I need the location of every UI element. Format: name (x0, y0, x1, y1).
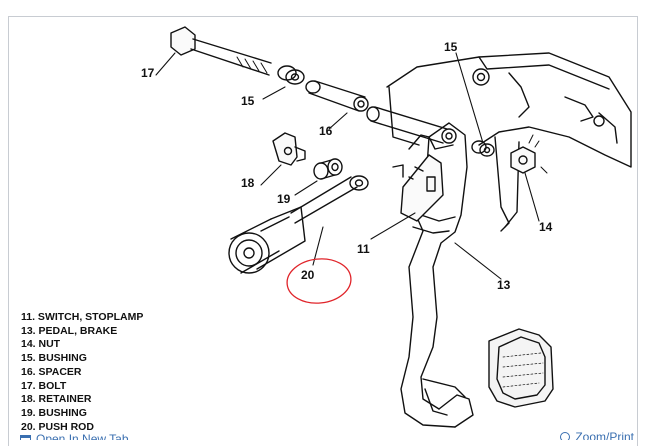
brake-pedal (400, 122, 474, 428)
callout-15-right: 15 (444, 40, 458, 54)
open-in-new-tab-label: Open In New Tab (36, 432, 129, 440)
pivot-sleeve (366, 106, 457, 144)
zoom-print-label: Zoom/Print (575, 430, 634, 440)
callouts: 17 15 16 15 18 19 11 14 13 20 (141, 40, 553, 292)
brake-pedal-diagram: 17 15 16 15 18 19 11 14 13 20 (141, 26, 632, 428)
legend-item: 15. BUSHING (21, 352, 87, 365)
callout-17: 17 (141, 66, 155, 80)
legend-item: 18. RETAINER (21, 393, 92, 406)
callout-15-left: 15 (241, 94, 255, 108)
bushing-lower (313, 158, 343, 180)
legend-item: 16. SPACER (21, 365, 82, 378)
push-rod (228, 175, 369, 274)
stoplamp-switch (392, 154, 444, 222)
open-in-new-tab-link[interactable]: Open In New Tab (20, 432, 129, 440)
legend-item: 20. PUSH ROD (21, 420, 94, 433)
bottom-action-bar: Open In New Tab Zoom/Print (8, 428, 638, 440)
bolt (170, 26, 272, 76)
callout-13: 13 (497, 278, 511, 292)
callout-11: 11 (357, 242, 370, 256)
callout-14: 14 (539, 220, 553, 234)
retainer (272, 132, 306, 166)
pedal-pad (488, 328, 554, 408)
callout-18: 18 (241, 176, 255, 190)
annotation-circle (286, 258, 352, 304)
callout-19: 19 (277, 192, 291, 206)
callout-20: 20 (301, 268, 315, 282)
zoom-icon (560, 432, 571, 440)
legend-item: 11. SWITCH, STOPLAMP (21, 311, 144, 323)
spacer (305, 80, 369, 112)
legend-item: 13. PEDAL, BRAKE (21, 324, 118, 337)
bushing-right (471, 140, 495, 157)
legend-item: 17. BOLT (21, 379, 67, 392)
bushing-left (277, 65, 305, 85)
legend-item: 14. NUT (21, 338, 61, 351)
new-tab-icon (20, 434, 31, 440)
diagram-frame: 17 15 16 15 18 19 11 14 13 20 11. SWITCH… (8, 16, 638, 446)
zoom-print-link[interactable]: Zoom/Print (560, 430, 634, 440)
callout-16: 16 (319, 124, 333, 138)
legend-item: 19. BUSHING (21, 406, 87, 419)
leader-lines (155, 52, 540, 280)
nut (510, 134, 548, 174)
